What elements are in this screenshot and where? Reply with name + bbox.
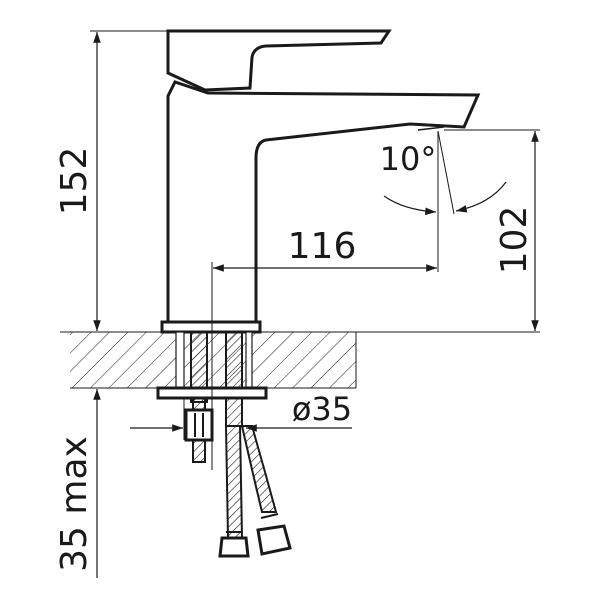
- hose-left-down: [224, 425, 244, 539]
- countertop-section: [60, 331, 540, 389]
- label-max-thickness: 35 max: [54, 436, 95, 572]
- label-angle: 10°: [380, 140, 437, 178]
- dimension-lines: [90, 30, 540, 578]
- countertop-hatch: [70, 332, 356, 388]
- angle-arc-right: [455, 181, 507, 213]
- label-height-total: 152: [54, 147, 95, 216]
- label-spout-reach: 116: [288, 226, 357, 267]
- aerator: [417, 126, 445, 131]
- fixing-nut: [184, 408, 214, 442]
- angle-arc-left: [383, 195, 437, 216]
- hose-ferrule-right: [260, 513, 279, 519]
- hose-right-curved: [240, 425, 278, 513]
- hose-straight: [225, 397, 243, 427]
- dimension-labels: 152 116 102 10° ø35 35 max: [54, 140, 535, 572]
- angle-line: [437, 130, 455, 215]
- mounting-stud-upper: [175, 331, 185, 389]
- faucet-body: [160, 29, 481, 334]
- label-spout-height: 102: [494, 206, 535, 275]
- hose-nut-left: [218, 536, 250, 558]
- spout-body: [166, 80, 481, 322]
- hose-nut-right: [256, 524, 292, 556]
- base-flange: [160, 320, 262, 334]
- hose-upper-right: [245, 331, 253, 389]
- label-diameter: ø35: [292, 390, 352, 428]
- lever-handle: [166, 29, 392, 92]
- hose-upper-left: [225, 331, 243, 389]
